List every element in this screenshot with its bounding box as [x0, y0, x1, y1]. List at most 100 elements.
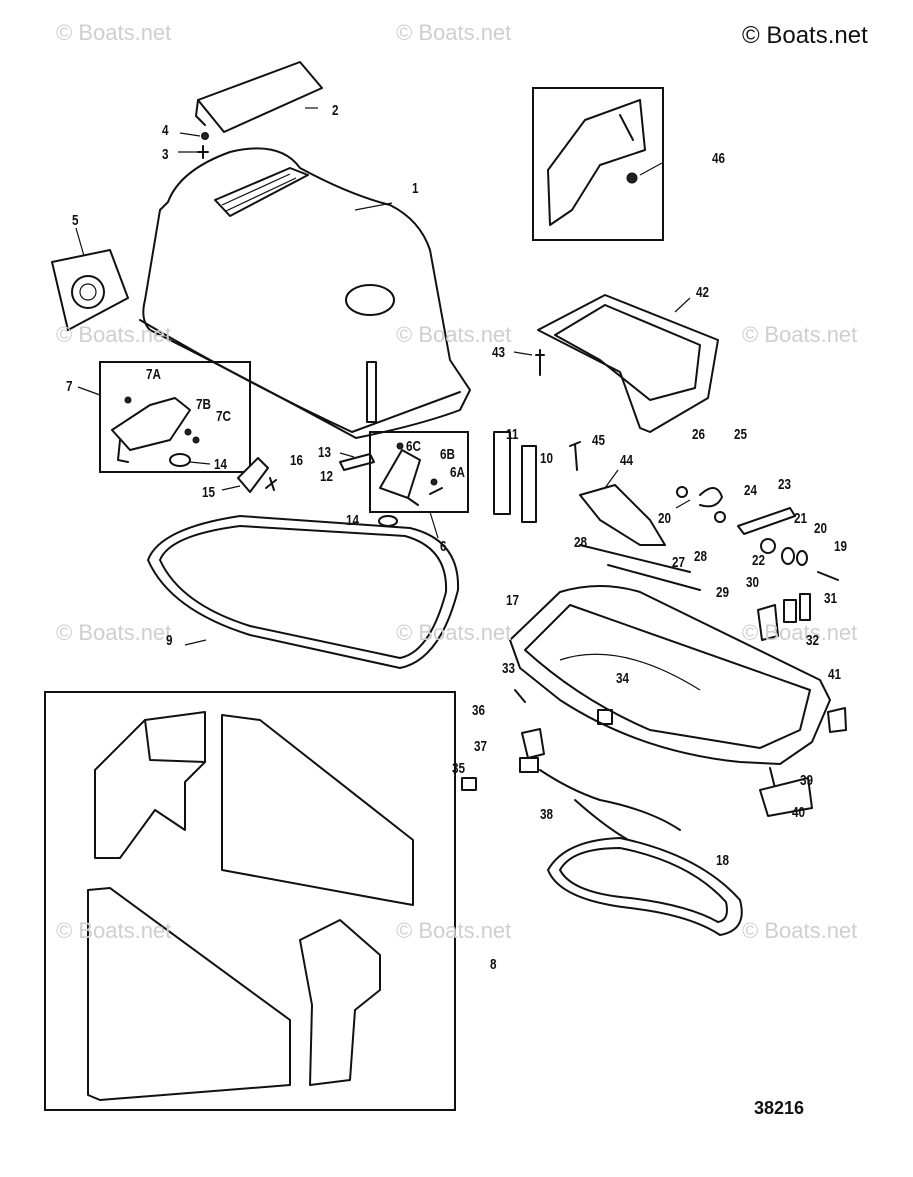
- washer-21: [781, 547, 795, 565]
- callout-42: 42: [696, 284, 710, 301]
- callout-45: 45: [592, 432, 606, 449]
- callout-16: 16: [290, 452, 304, 469]
- callout-39: 39: [800, 772, 814, 789]
- callout-32: 32: [806, 632, 820, 649]
- callout-28b: 28: [694, 548, 708, 565]
- bottom-cowl: [509, 585, 831, 765]
- kit-46-box: [532, 87, 664, 241]
- top-cowl: [139, 147, 471, 439]
- callout-27: 27: [672, 554, 686, 571]
- watermark: © Boats.net: [396, 20, 512, 45]
- callout-6a: 6A: [450, 464, 465, 481]
- callout-23: 23: [778, 476, 792, 493]
- lever-23: [737, 507, 796, 535]
- callout-14b: 14: [346, 512, 360, 529]
- callout-6c: 6C: [406, 438, 421, 455]
- callout-35: 35: [452, 760, 466, 777]
- callout-43: 43: [492, 344, 506, 361]
- callout-7: 7: [66, 378, 73, 395]
- callout-9: 9: [166, 632, 173, 649]
- latch-40: [759, 777, 813, 817]
- callout-7c: 7C: [216, 408, 231, 425]
- callout-33: 33: [502, 660, 516, 677]
- callout-29: 29: [716, 584, 730, 601]
- spring-31: [799, 593, 811, 621]
- callout-11: 11: [506, 426, 519, 443]
- callout-2: 2: [332, 102, 339, 119]
- catch-6: [379, 442, 443, 506]
- callout-41: 41: [828, 666, 842, 683]
- bracket-46: [547, 99, 646, 226]
- callout-36: 36: [472, 702, 486, 719]
- callout-38: 38: [540, 806, 554, 823]
- strip-11: [493, 431, 511, 515]
- callout-28: 28: [574, 534, 588, 551]
- grommet-14b: [378, 515, 398, 527]
- callout-20: 20: [658, 510, 672, 527]
- nut-26: [676, 486, 688, 498]
- watermark: © Boats.net: [396, 322, 512, 347]
- watermark: © Boats.net: [56, 322, 172, 347]
- callout-3: 3: [162, 146, 169, 163]
- tray-42: [537, 294, 719, 433]
- bracket-29: [757, 604, 779, 641]
- air-intake-5: [51, 249, 129, 331]
- part-32: [783, 599, 797, 623]
- callout-13: 13: [318, 444, 332, 461]
- cap-35: [461, 777, 477, 791]
- callout-8: 8: [490, 956, 497, 973]
- watermark: © Boats.net: [396, 620, 512, 645]
- callout-4: 4: [162, 122, 169, 139]
- insulation-panels-8: [87, 711, 414, 1101]
- screw-33: [514, 689, 526, 703]
- top-cover-plate: [195, 61, 323, 133]
- callout-25: 25: [734, 426, 748, 443]
- callout-14: 14: [214, 456, 228, 473]
- callout-21: 21: [794, 510, 808, 527]
- kit-6-box: [369, 431, 469, 513]
- washer-4: [201, 132, 209, 140]
- watermark: © Boats.net: [56, 918, 172, 943]
- watermark: © Boats.net: [56, 20, 172, 45]
- watermark: © Boats.net: [742, 620, 858, 645]
- callout-12: 12: [320, 468, 334, 485]
- latch-7: [111, 396, 200, 463]
- screw-45: [569, 441, 581, 471]
- seal-18: [547, 837, 743, 936]
- washer-20: [796, 550, 808, 566]
- callout-1: 1: [412, 180, 419, 197]
- grommet-14: [169, 453, 191, 467]
- callout-7a: 7A: [146, 366, 161, 383]
- callout-7b: 7B: [196, 396, 211, 413]
- watermark: © Boats.net: [56, 620, 172, 645]
- watermark: © Boats.net: [742, 918, 858, 943]
- callout-5: 5: [72, 212, 79, 229]
- watermark: © Boats.net: [396, 918, 512, 943]
- callout-37: 37: [474, 738, 488, 755]
- pin-12: [339, 453, 375, 471]
- callout-24: 24: [744, 482, 758, 499]
- screw-3: [197, 145, 209, 159]
- clip-36: [521, 728, 545, 759]
- screw-43: [535, 349, 545, 376]
- callout-40: 40: [792, 804, 806, 821]
- callout-6b: 6B: [440, 446, 455, 463]
- latch-15: [237, 457, 269, 493]
- callout-6: 6: [440, 538, 447, 555]
- latch-assembly-44: [579, 484, 691, 573]
- callout-17: 17: [506, 592, 520, 609]
- screw-16: [265, 477, 277, 491]
- rod-27: [607, 564, 701, 591]
- catch-41: [827, 707, 847, 733]
- callout-15: 15: [202, 484, 216, 501]
- callout-30: 30: [746, 574, 760, 591]
- callout-22: 22: [752, 552, 766, 569]
- callout-18: 18: [716, 852, 730, 869]
- bolt-19: [817, 571, 839, 581]
- strip-10: [521, 445, 537, 523]
- callout-34: 34: [616, 670, 630, 687]
- clamp-25: [699, 487, 723, 508]
- switch-37: [519, 757, 539, 773]
